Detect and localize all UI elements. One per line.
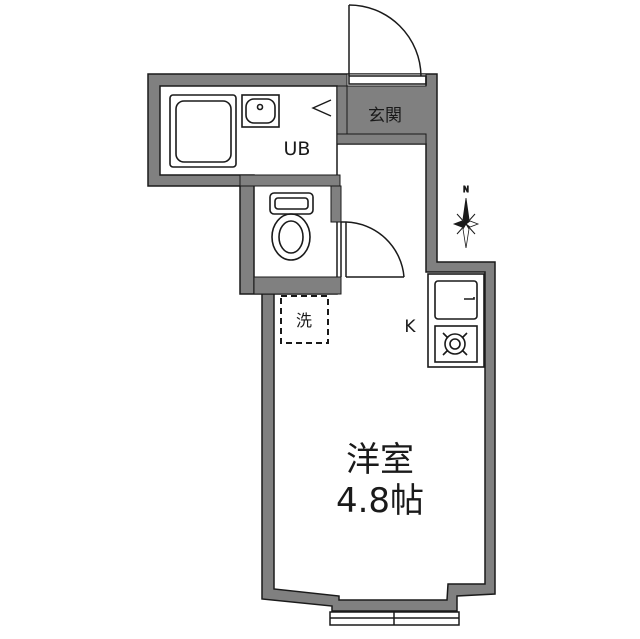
compass-north-label: N [463, 185, 469, 194]
unit-bath-label: UB [284, 138, 311, 160]
washer-label: 洗 [296, 311, 312, 330]
compass-icon: N [452, 185, 480, 249]
washer-space: 洗 [280, 295, 329, 344]
bathtub [169, 94, 237, 168]
kitchen-sink [434, 280, 478, 320]
bathroom-sink [241, 94, 280, 128]
faucet [464, 297, 475, 300]
western-room-label: 洋室 [346, 440, 414, 480]
entrance-label: 玄関 [368, 106, 402, 126]
wall-toilet-right [330, 185, 342, 223]
kitchen-counter [427, 273, 485, 368]
wall-ub-bottom [239, 174, 341, 187]
balcony-window [329, 611, 460, 626]
stove [434, 325, 478, 363]
toilet-door [340, 221, 405, 278]
ub-door-mark [311, 99, 332, 117]
wall-entrance-bottom [336, 133, 427, 145]
toilet [269, 192, 314, 261]
wall-toilet-bottom [253, 276, 342, 295]
kitchen-label: K [404, 317, 416, 337]
entrance-door [348, 4, 427, 86]
western-room-size: 4.8帖 [336, 481, 424, 521]
